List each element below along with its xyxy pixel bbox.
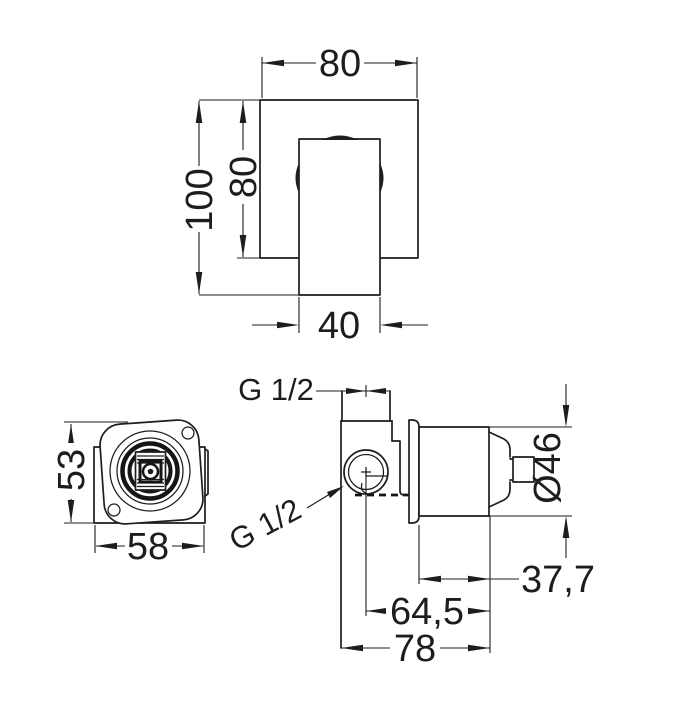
- mounting-box-tab: [204, 448, 209, 497]
- mounting-flange: [408, 419, 420, 524]
- top-view: 80 100 80 40: [179, 43, 428, 347]
- label-top-port-thread: G 1/2: [238, 372, 314, 407]
- dim-label-trim-diameter: Ø46: [527, 432, 569, 504]
- label-side-port: G 1/2: [223, 486, 344, 558]
- screw-hole-bottom-left: [107, 503, 121, 517]
- dimension-body-height: 53: [51, 421, 128, 524]
- dim-label-plate-width: 80: [319, 43, 361, 85]
- flange-circle-outer: [109, 430, 191, 512]
- dim-label-body-height: 53: [51, 449, 93, 491]
- dim-label-overall-height: 100: [179, 168, 221, 231]
- dimension-plate-width: 80: [261, 43, 418, 98]
- cap-top-profile: [488, 431, 511, 458]
- dim-label-plate-height: 80: [223, 156, 265, 198]
- cartridge-ring-inner: [127, 448, 173, 494]
- cartridge-housing: [418, 426, 490, 517]
- dim-label-cartridge-depth: 37,7: [521, 559, 595, 601]
- dim-label-handle-width: 40: [318, 305, 360, 347]
- screw-hole-top-right: [181, 426, 195, 440]
- cartridge-ring-outer: [120, 441, 180, 501]
- cartridge-stem-circle: [141, 462, 160, 481]
- dimension-cartridge-depth: 37,7: [419, 559, 595, 601]
- dimension-trim-diameter: Ø46: [489, 384, 572, 558]
- dimension-port-center-depth: 64,5: [366, 591, 490, 633]
- dimension-total-depth: 78: [341, 628, 490, 670]
- handle-outline: [298, 138, 381, 296]
- flange-circle-inner: [116, 437, 184, 505]
- side-view: G 1/2 G 1/2: [223, 372, 595, 670]
- body-right-steps: [391, 420, 411, 496]
- cap-bottom-profile: [488, 481, 511, 508]
- dim-label-body-width: 58: [127, 526, 169, 568]
- valve-stem: [512, 456, 535, 483]
- dimension-overall-height: 100: [179, 101, 221, 294]
- handle-top-curve: [322, 135, 358, 140]
- cartridge-center-dot: [147, 468, 154, 475]
- handle-left-bump: [295, 163, 299, 193]
- cartridge-stem-square: [138, 459, 163, 484]
- handle-right-bump: [380, 163, 384, 193]
- dimension-plate-height: 80: [223, 101, 265, 257]
- label-side-port-thread: G 1/2: [223, 491, 306, 558]
- dimension-body-width: 58: [94, 525, 205, 568]
- dim-label-total-depth: 78: [394, 628, 436, 670]
- front-view: 53 58: [51, 419, 209, 568]
- dimension-handle-width: 40: [252, 297, 428, 347]
- dim-label-port-center-depth: 64,5: [390, 591, 464, 633]
- dimension-top-port: G 1/2: [238, 372, 390, 407]
